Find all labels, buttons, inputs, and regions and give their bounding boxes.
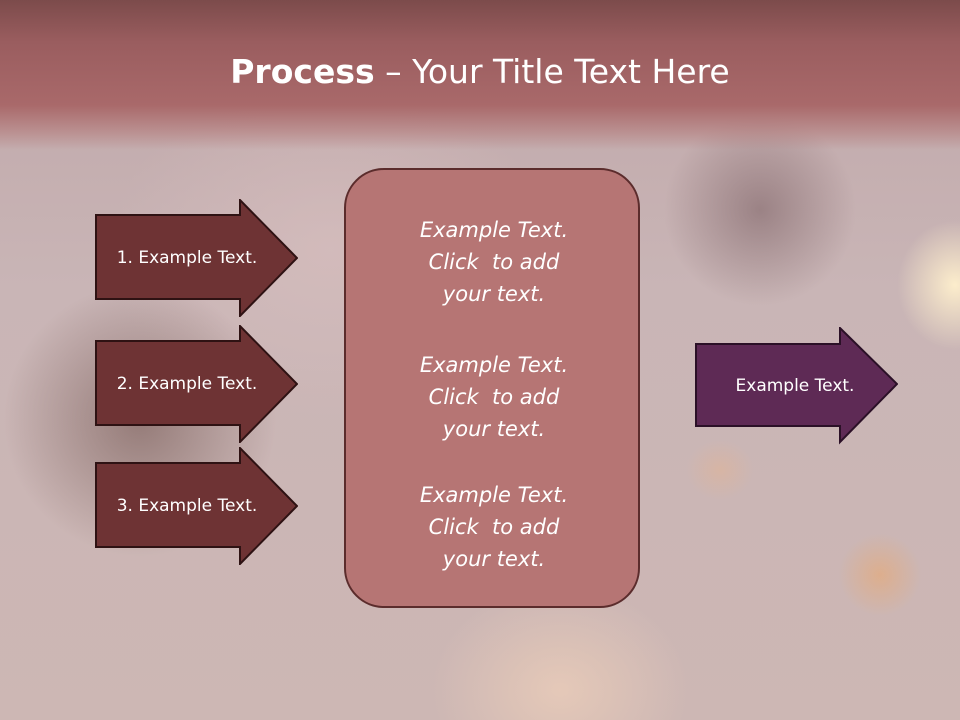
step-label: 1. Example Text. [116,248,258,268]
step-label: 3. Example Text. [116,496,258,516]
step-arrow-3[interactable]: 3. Example Text. [95,447,298,565]
arrow-shape [95,447,298,565]
center-line: your text. [442,282,546,306]
center-line: Example Text. [419,218,569,242]
title-rest: – Your Title Text Here [374,52,730,91]
center-line: your text. [442,417,546,441]
title-bold: Process [230,52,375,91]
center-block-1: Example Text. Click to add your text. [346,214,642,310]
center-block-3: Example Text. Click to add your text. [346,479,642,575]
step-arrow-1[interactable]: 1. Example Text. [95,199,298,317]
center-text-box[interactable]: Example Text. Click to add your text. Ex… [344,168,640,608]
arrow-shape [95,199,298,317]
center-block-2: Example Text. Click to add your text. [346,349,642,445]
step-arrow-2[interactable]: 2. Example Text. [95,325,298,443]
step-label: 2. Example Text. [116,374,258,394]
center-line: Click to add [428,250,560,274]
arrow-shape [695,327,898,445]
center-line: Example Text. [419,483,569,507]
output-label: Example Text. [735,376,855,396]
title-banner [0,0,960,150]
center-line: your text. [442,547,546,571]
slide-title[interactable]: Process – Your Title Text Here [0,52,960,91]
center-line: Example Text. [419,353,569,377]
center-line: Click to add [428,385,560,409]
output-arrow[interactable]: Example Text. [695,327,898,445]
center-line: Click to add [428,515,560,539]
arrow-shape [95,325,298,443]
